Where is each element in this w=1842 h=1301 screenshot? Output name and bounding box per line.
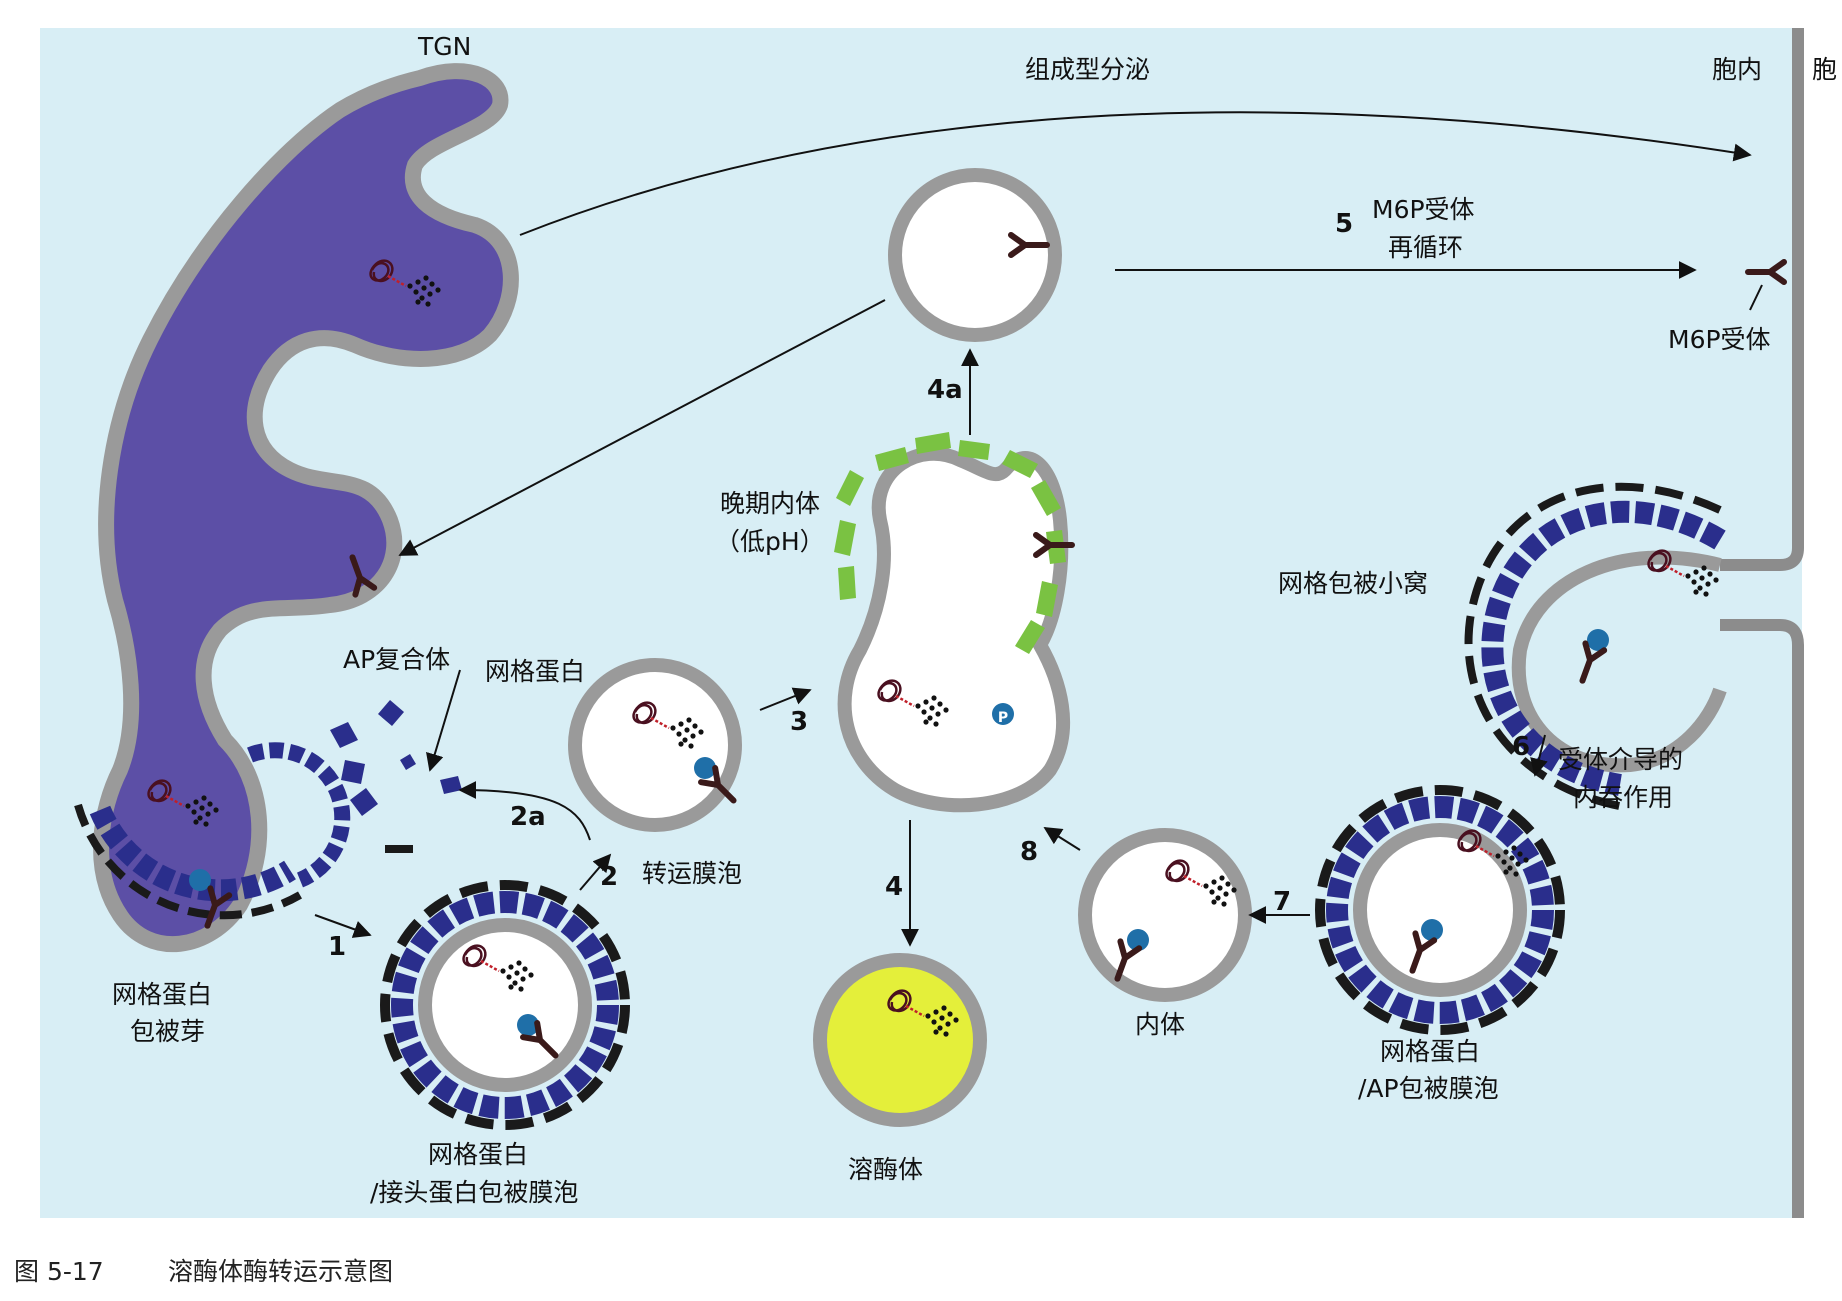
arrow-constitutive [519, 111, 1752, 236]
label-clathrin-bud-2: 包被芽 [130, 1017, 205, 1046]
arrow-clathrin-label [426, 669, 461, 772]
label-m6p-recycle-1: M6P受体 [1372, 195, 1475, 224]
label-lysosome: 溶酶体 [848, 1155, 923, 1184]
tgn-compartment [93, 63, 519, 953]
endosome [1078, 828, 1252, 1002]
plasma-membrane [1720, 28, 1804, 1218]
step-2a: 2a [510, 802, 546, 832]
label-clathrin-pit: 网格包被小窝 [1278, 569, 1428, 598]
step-1: 1 [328, 932, 346, 962]
leader-m6p-receptor [1749, 284, 1763, 311]
label-adaptor-vesicle-1: 网格蛋白 [428, 1140, 528, 1169]
pathway-arrows [314, 111, 1763, 947]
label-clathrin: 网格蛋白 [485, 657, 585, 686]
arrow-8 [1043, 827, 1081, 851]
arrow-recycle-to-tgn [398, 299, 886, 556]
label-clathrin-bud-1: 网格蛋白 [112, 980, 212, 1009]
recycling-vesicle [888, 168, 1062, 342]
transport-vesicle-p-badge [694, 757, 716, 779]
arrow-2a [458, 781, 591, 841]
step-3: 3 [790, 707, 808, 737]
step-8: 8 [1020, 837, 1038, 867]
arrow-3 [759, 687, 812, 711]
step-4: 4 [885, 872, 903, 902]
label-ap-vesicle-2: /AP包被膜泡 [1358, 1074, 1499, 1103]
label-rme-1: 受体介导的 [1558, 745, 1683, 774]
adaptor-vesicle-p-badge [517, 1014, 539, 1036]
label-late-endosome-1: 晚期内体 [720, 489, 820, 518]
label-constitutive-secretion: 组成型分泌 [1025, 55, 1150, 84]
step-4a: 4a [927, 375, 963, 405]
step-6: 6 [1512, 732, 1530, 762]
bud-p-badge [189, 869, 211, 891]
step-7: 7 [1273, 887, 1291, 917]
label-adaptor-vesicle-2: /接头蛋白包被膜泡 [370, 1178, 578, 1207]
figure-number: 图 5-17 [14, 1257, 104, 1286]
label-extracellular: 胞 [1812, 55, 1837, 84]
step-2: 2 [600, 862, 618, 892]
label-transport-vesicle: 转运膜泡 [642, 859, 742, 888]
label-tgn: TGN [417, 32, 471, 61]
arrow-6 [1530, 734, 1548, 777]
label-ap-vesicle-1: 网格蛋白 [1380, 1037, 1480, 1066]
late-endosome-p-symbol: P [998, 710, 1008, 726]
endosome-p-badge [1127, 929, 1149, 951]
released-coat-fragments [330, 700, 462, 853]
label-endosome: 内体 [1135, 1010, 1185, 1039]
clathrin-ap-coated-vesicle [1315, 785, 1565, 1035]
label-rme-2: 内吞作用 [1573, 783, 1673, 812]
lysosome [813, 953, 987, 1127]
tgn-bud-clathrin-coat [74, 742, 351, 920]
label-intracellular: 胞内 [1712, 55, 1762, 84]
label-m6p-receptor: M6P受体 [1668, 325, 1771, 354]
label-late-endosome-2: （低pH） [715, 527, 825, 556]
arrow-2 [579, 853, 612, 891]
pit-p-badge [1587, 629, 1609, 651]
ap-vesicle-p-badge [1421, 919, 1443, 941]
transport-vesicle [568, 658, 742, 832]
late-endosome-p-badge [992, 703, 1014, 725]
arrow-1 [314, 914, 372, 938]
figure-title: 溶酶体酶转运示意图 [168, 1257, 393, 1286]
step-5: 5 [1335, 209, 1353, 239]
label-m6p-recycle-2: 再循环 [1388, 233, 1463, 262]
label-ap-complex: AP复合体 [343, 645, 450, 674]
